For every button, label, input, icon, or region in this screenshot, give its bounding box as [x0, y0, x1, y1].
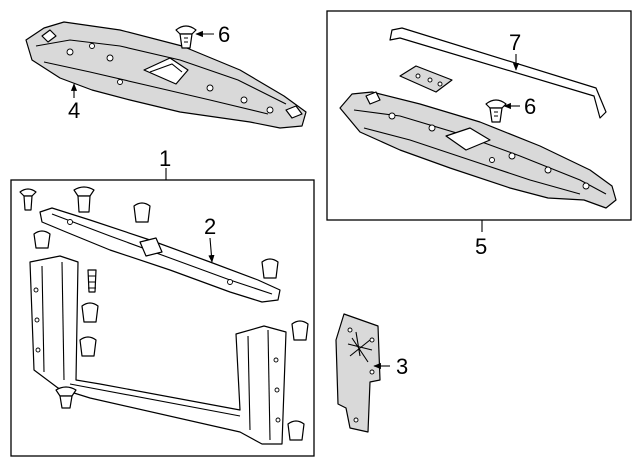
part-1-group-box — [10, 179, 315, 457]
part-6-push-pin-clip — [485, 99, 507, 123]
leader-lines — [70, 30, 520, 370]
callout-7: 7 — [509, 30, 521, 55]
callout-2: 2 — [204, 214, 216, 239]
part-6-push-pin-clip — [175, 25, 197, 49]
part-7-seal-strip — [389, 27, 607, 119]
part-3-panel — [335, 313, 381, 433]
part-5-group-box — [326, 10, 632, 221]
part-5-tie-bar-cover — [339, 91, 617, 209]
callout-4: 4 — [68, 98, 80, 123]
part-4-tie-bar-cover — [25, 21, 307, 129]
fastener-clips — [19, 186, 309, 441]
callout-6-right: 6 — [524, 94, 536, 119]
callout-1: 1 — [159, 146, 171, 171]
part-5-bracket-plate — [399, 65, 453, 93]
callout-6-top: 6 — [218, 22, 230, 47]
callout-5: 5 — [475, 234, 487, 259]
part-2-upper-tie-bar — [39, 207, 281, 303]
callout-3: 3 — [396, 354, 408, 379]
